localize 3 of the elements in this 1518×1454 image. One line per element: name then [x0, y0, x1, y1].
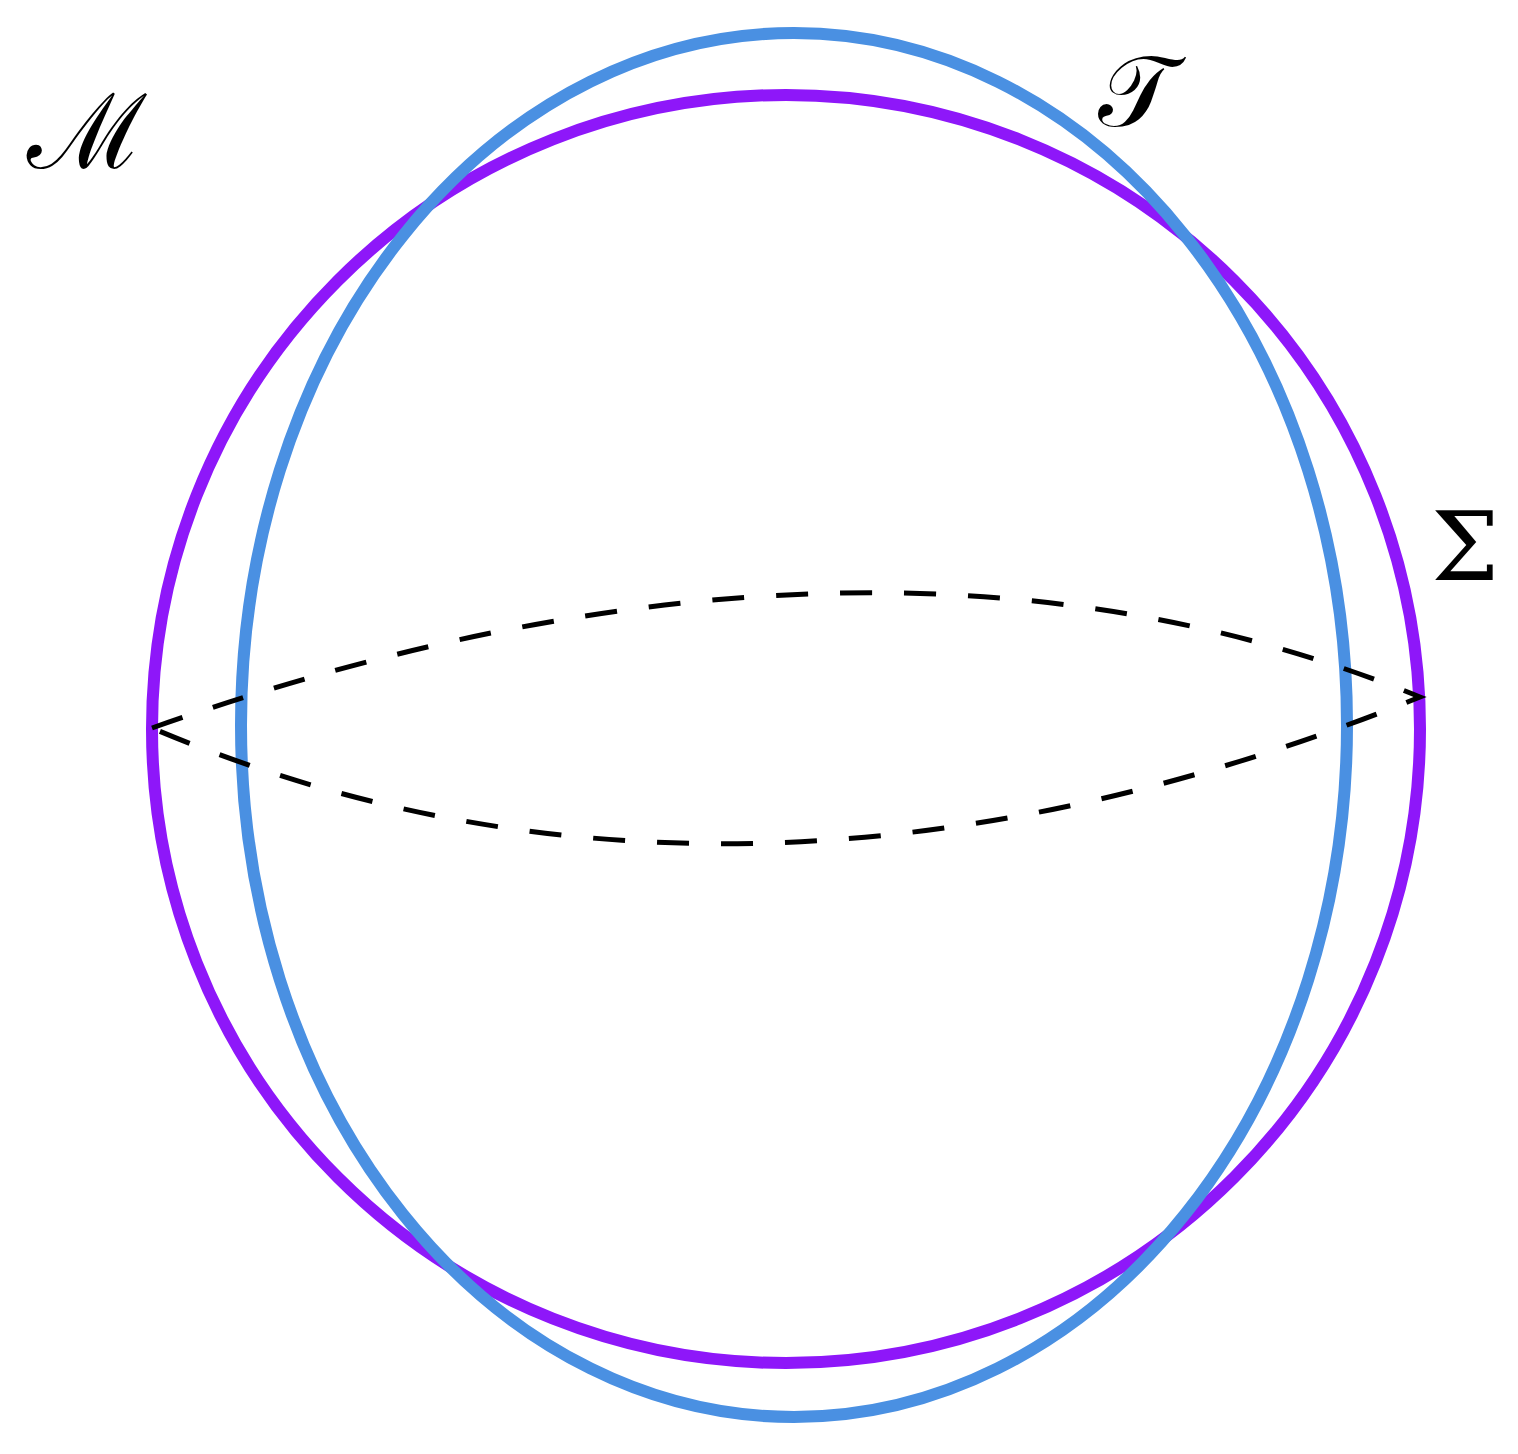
math-symbol-label: 𝒯	[1080, 32, 1193, 152]
math-symbol-label: ℳ	[25, 70, 148, 195]
math-symbol-label: Σ	[1430, 490, 1501, 605]
